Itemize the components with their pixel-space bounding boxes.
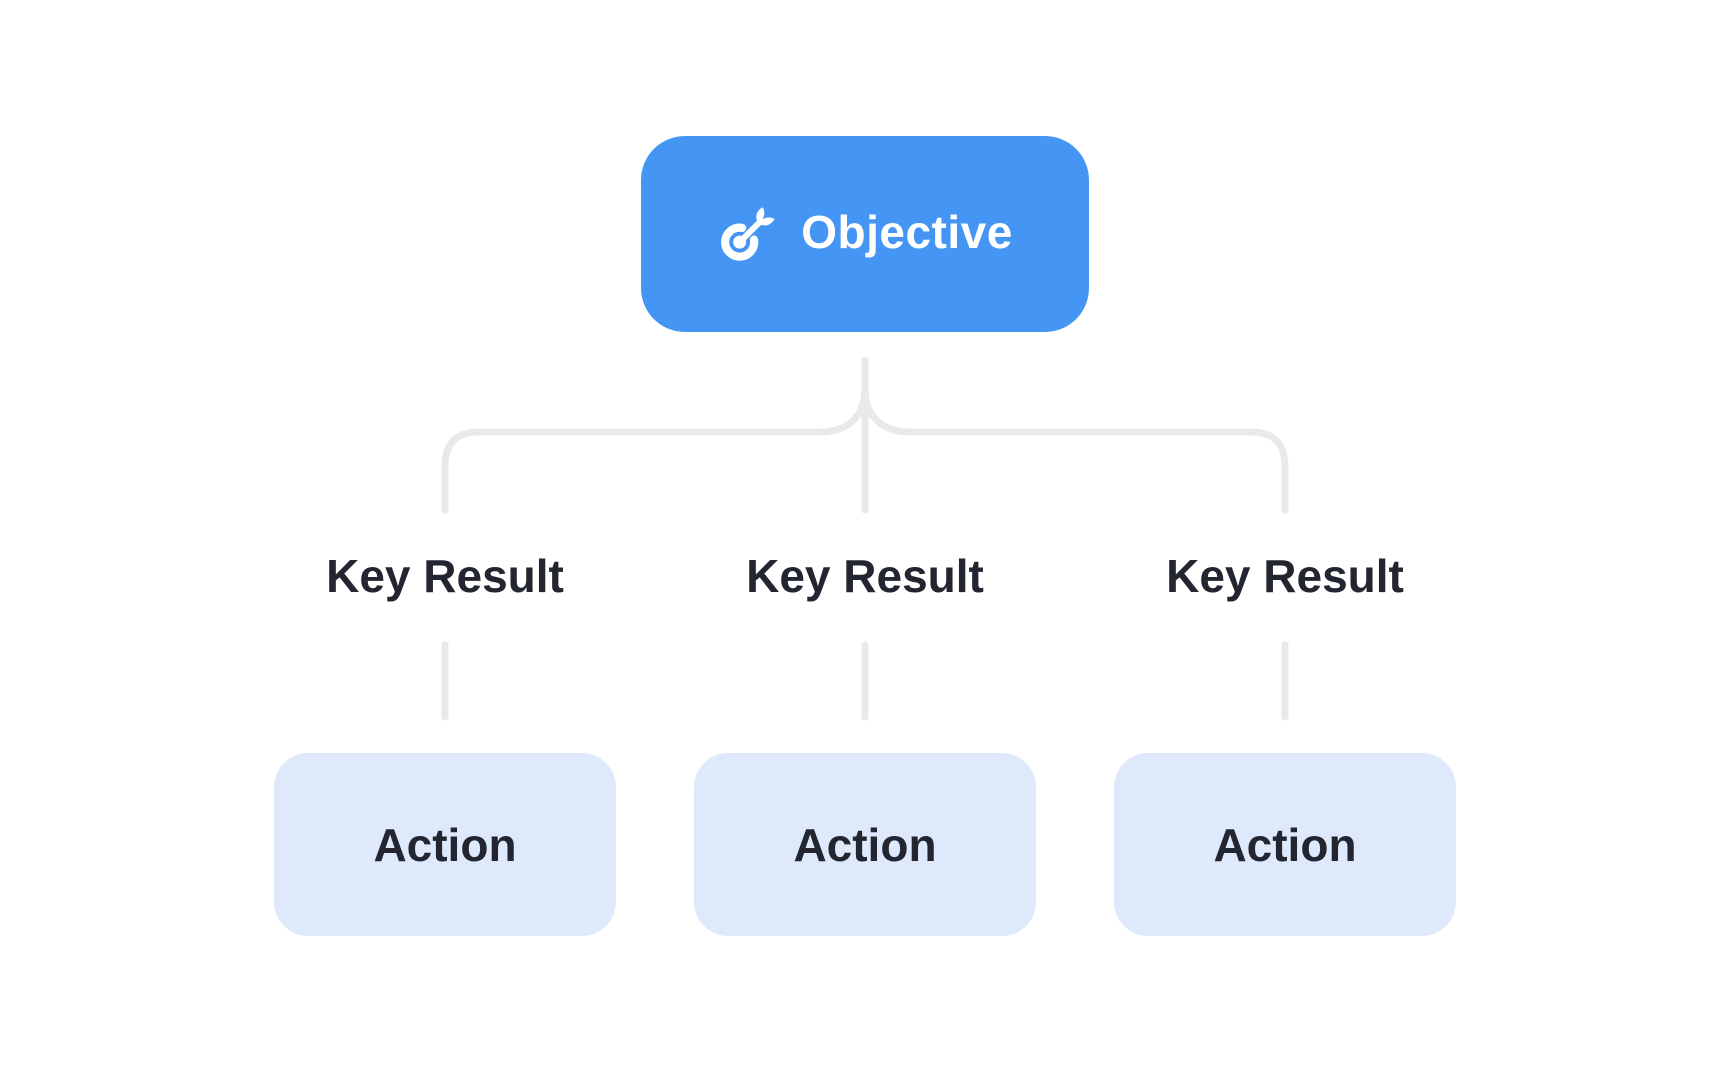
target-goal-icon: [721, 207, 775, 261]
action-label-3: Action: [1213, 818, 1357, 871]
action-node-2: Action: [694, 753, 1036, 936]
connector-branch-right: [861, 384, 1289, 514]
connector-branch-left: [441, 384, 869, 514]
action-label-2: Action: [793, 818, 937, 871]
objective-node: Objective: [641, 136, 1089, 332]
objective-label: Objective: [801, 206, 1013, 258]
key-result-label-2: Key Result: [746, 550, 984, 602]
key-result-label-1: Key Result: [326, 550, 564, 602]
action-node-1: Action: [274, 753, 616, 936]
action-node-3: Action: [1114, 753, 1456, 936]
key-result-label-3: Key Result: [1166, 550, 1404, 602]
action-label-1: Action: [373, 818, 517, 871]
